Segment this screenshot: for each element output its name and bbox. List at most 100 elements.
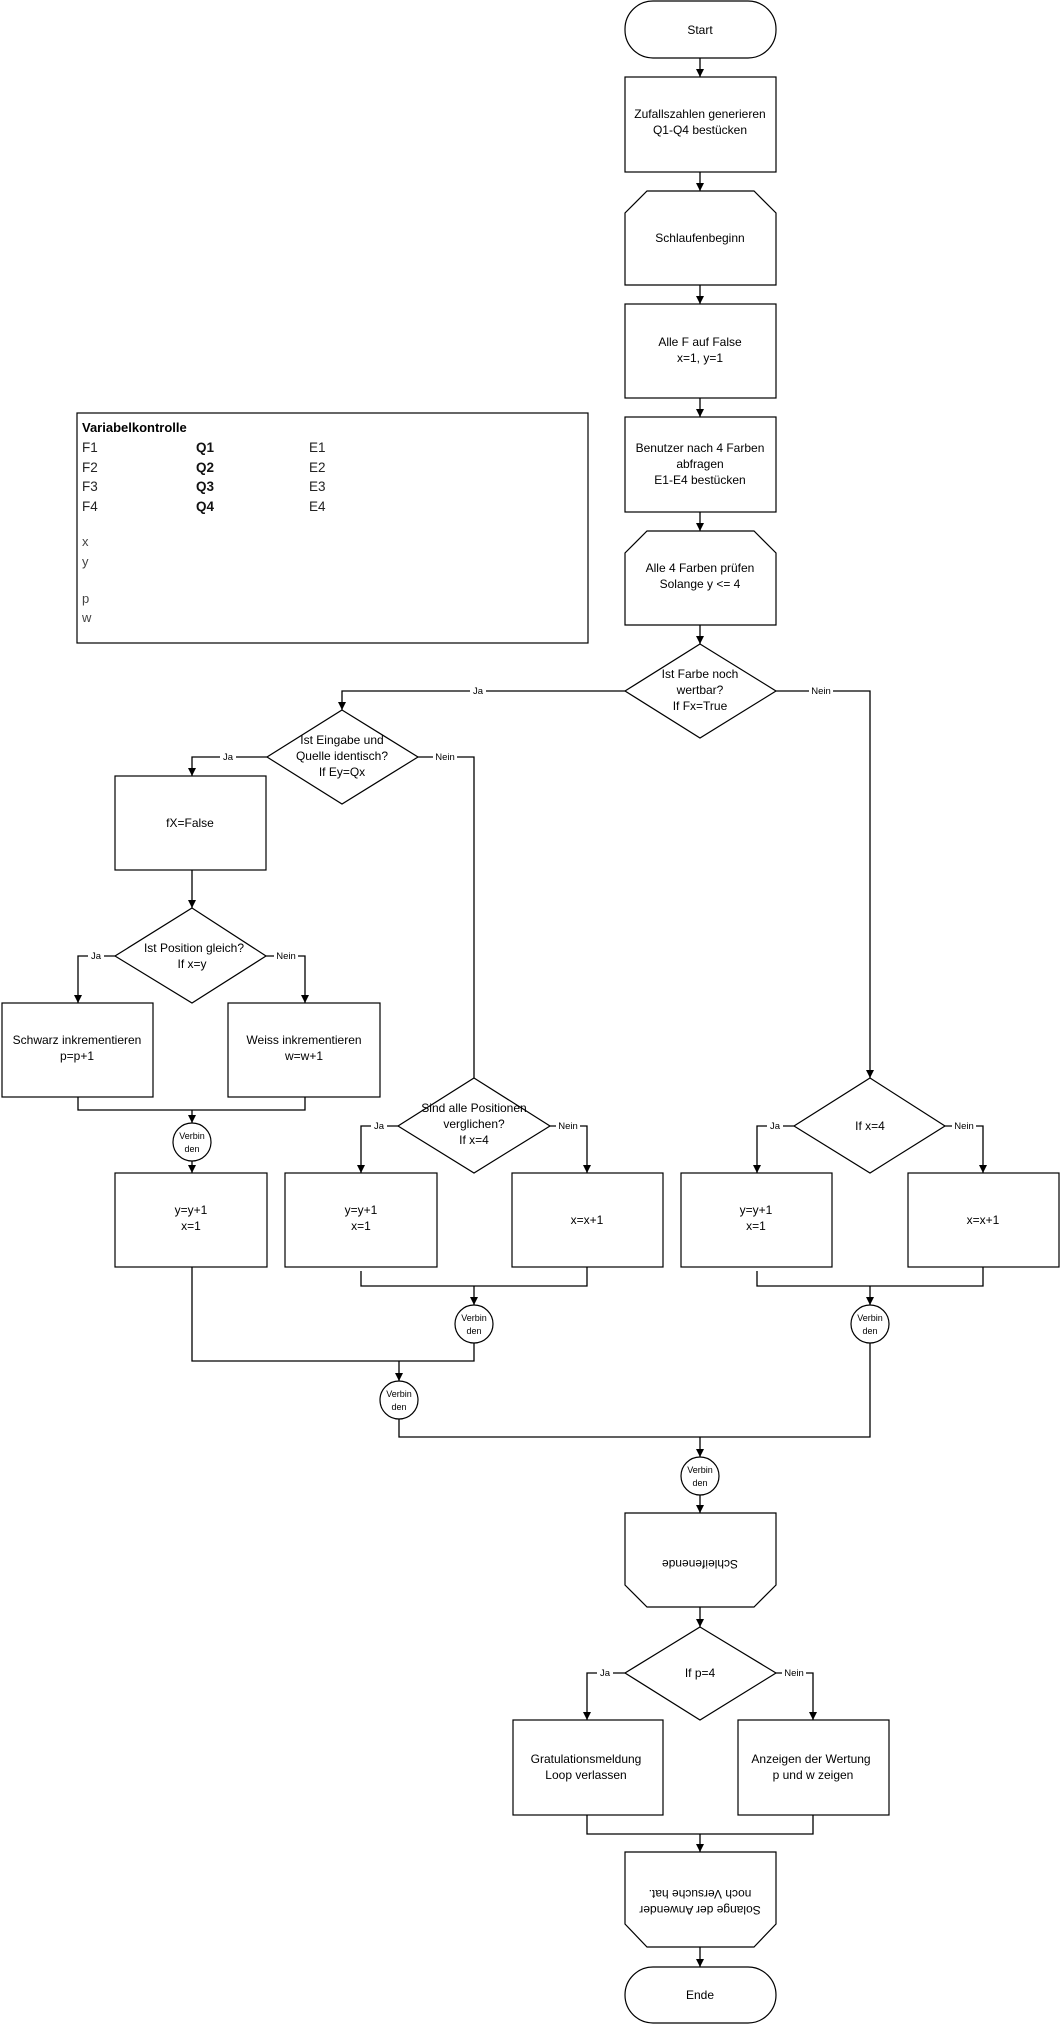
d1-yes-label: Ja	[473, 686, 484, 697]
process-score-line1: Anzeigen der Wertung	[751, 1752, 870, 1766]
line-merge-d6	[586, 1815, 814, 1835]
d5-no-label: Nein	[954, 1121, 974, 1132]
loop-check: Alle 4 Farben prüfen Solange y <= 4	[624, 530, 777, 626]
connector-3-line2: den	[391, 1402, 406, 1412]
process-congrats-line1: Gratulationsmeldung	[531, 1752, 642, 1766]
connector-1: Verbin den	[172, 1122, 212, 1162]
arrow-head-icon	[809, 1712, 817, 1720]
connector-5-line2: den	[692, 1478, 707, 1488]
process-next-x-b: x=x+1	[511, 1172, 664, 1268]
arrow-head-icon	[395, 1373, 403, 1381]
var-f1: F1	[82, 440, 98, 455]
process-next-x-b-label: x=x+1	[571, 1213, 604, 1227]
arrow-head-icon	[753, 1165, 761, 1173]
process-black-line2: p=p+1	[60, 1049, 94, 1063]
connector-3: Verbin den	[379, 1380, 419, 1420]
connector-4-line1: Verbin	[857, 1313, 883, 1323]
var-x: x	[82, 534, 89, 549]
decision-6-label: If p=4	[685, 1666, 716, 1680]
process-next-y-b-line2: x=1	[351, 1219, 371, 1233]
end-terminal: Ende	[624, 1966, 777, 2024]
process-reset-line2: x=1, y=1	[677, 351, 723, 365]
var-f3: F3	[82, 479, 98, 494]
arrow-head-icon	[583, 1165, 591, 1173]
process-next-y-b: y=y+1 x=1	[284, 1172, 438, 1268]
var-e3: E3	[309, 479, 326, 494]
connector-5-line1: Verbin	[687, 1465, 713, 1475]
line-merge-d5	[756, 1267, 984, 1287]
arrow-head-icon	[696, 523, 704, 531]
line-merge-left	[191, 1267, 475, 1362]
d2-yes-label: Ja	[223, 752, 234, 763]
var-e4: E4	[309, 499, 326, 514]
d6-no-label: Nein	[784, 1668, 804, 1679]
connector-4: Verbin den	[850, 1304, 890, 1344]
process-random: Zufallszahlen generieren Q1-Q4 bestücken	[624, 76, 777, 173]
line-d5-no	[945, 1125, 984, 1173]
process-random-line2: Q1-Q4 bestücken	[653, 123, 747, 137]
arrow-head-icon	[470, 1297, 478, 1305]
variable-panel: Variabelkontrolle F1 F2 F3 F4 Q1 Q2 Q3 Q…	[76, 412, 589, 644]
decision-all-positions-compared: Sind alle Positionen verglichen? If x=4	[396, 1077, 552, 1174]
loop-check-line1: Alle 4 Farben prüfen	[646, 561, 755, 575]
connector-2-line2: den	[466, 1326, 481, 1336]
arrow-head-icon	[188, 1115, 196, 1123]
process-random-line1: Zufallszahlen generieren	[634, 107, 765, 121]
line-d6-yes	[586, 1672, 625, 1720]
decision-2-line1: Ist Eingabe und	[300, 733, 383, 747]
arrow-head-icon	[696, 1619, 704, 1627]
line-d2-no	[418, 756, 475, 1078]
branch-labels: Ja Nein Ja Nein Ja Nein Ja Nein Ja Nein …	[88, 684, 976, 1679]
d1-no-label: Nein	[811, 686, 831, 697]
decision-2-line2: Quelle identisch?	[296, 749, 388, 763]
loop-end: Schleifenende	[624, 1512, 777, 1608]
outer-loop-end-line2: noch Versuche hat.	[649, 1887, 752, 1901]
line-d6-no	[776, 1672, 814, 1720]
var-q2: Q2	[196, 460, 214, 475]
process-black-line1: Schwarz inkrementieren	[13, 1033, 142, 1047]
arrow-head-icon	[696, 409, 704, 417]
arrow-head-icon	[583, 1712, 591, 1720]
arrow-head-icon	[866, 1297, 874, 1305]
d4-no-label: Nein	[558, 1121, 578, 1132]
decision-4-line3: If x=4	[459, 1133, 489, 1147]
decision-3-line1: Ist Position gleich?	[144, 941, 244, 955]
var-w: w	[81, 610, 92, 625]
arrow-head-icon	[338, 702, 346, 710]
arrow-head-icon	[696, 1959, 704, 1967]
decision-1-line3: If Fx=True	[673, 699, 728, 713]
process-next-y-c-line2: x=1	[746, 1219, 766, 1233]
decision-input-matches-source: Ist Eingabe und Quelle identisch? If Ey=…	[265, 709, 420, 805]
d3-no-label: Nein	[276, 951, 296, 962]
line-merge-all	[398, 1343, 871, 1438]
decision-4-line2: verglichen?	[443, 1117, 505, 1131]
decision-5-label: If x=4	[855, 1119, 885, 1133]
process-ask-line2: abfragen	[676, 457, 723, 471]
loop-check-line2: Solange y <= 4	[660, 577, 741, 591]
decision-4-line1: Sind alle Positionen	[421, 1101, 526, 1115]
process-set-false-label: fX=False	[166, 816, 214, 830]
loop-begin-label: Schlaufenbeginn	[655, 231, 744, 245]
arrow-head-icon	[696, 1505, 704, 1513]
arrow-head-icon	[866, 1070, 874, 1078]
decision-p-equals-4: If p=4	[623, 1626, 778, 1721]
loop-end-label: Schleifenende	[662, 1557, 738, 1571]
process-ask-line3: E1-E4 bestücken	[654, 473, 745, 487]
var-q4: Q4	[196, 499, 215, 514]
var-f2: F2	[82, 460, 98, 475]
start-terminal: Start	[624, 0, 777, 59]
outer-loop-end-line1: Solange der Anwender	[639, 1903, 760, 1917]
arrow-head-icon	[188, 768, 196, 776]
process-congrats: Gratulationsmeldung Loop verlassen	[512, 1719, 664, 1816]
var-e2: E2	[309, 460, 326, 475]
arrow-head-icon	[696, 296, 704, 304]
decision-x-equals-4: If x=4	[792, 1077, 947, 1174]
d2-no-label: Nein	[435, 752, 455, 763]
connector-4-line2: den	[862, 1326, 877, 1336]
variable-panel-title: Variabelkontrolle	[82, 420, 187, 435]
d4-yes-label: Ja	[374, 1121, 385, 1132]
process-white-line1: Weiss inkrementieren	[246, 1033, 361, 1047]
arrow-head-icon	[188, 1165, 196, 1173]
arrow-head-icon	[188, 900, 196, 908]
decision-color-available: Ist Farbe noch wertbar? If Fx=True	[623, 643, 778, 739]
